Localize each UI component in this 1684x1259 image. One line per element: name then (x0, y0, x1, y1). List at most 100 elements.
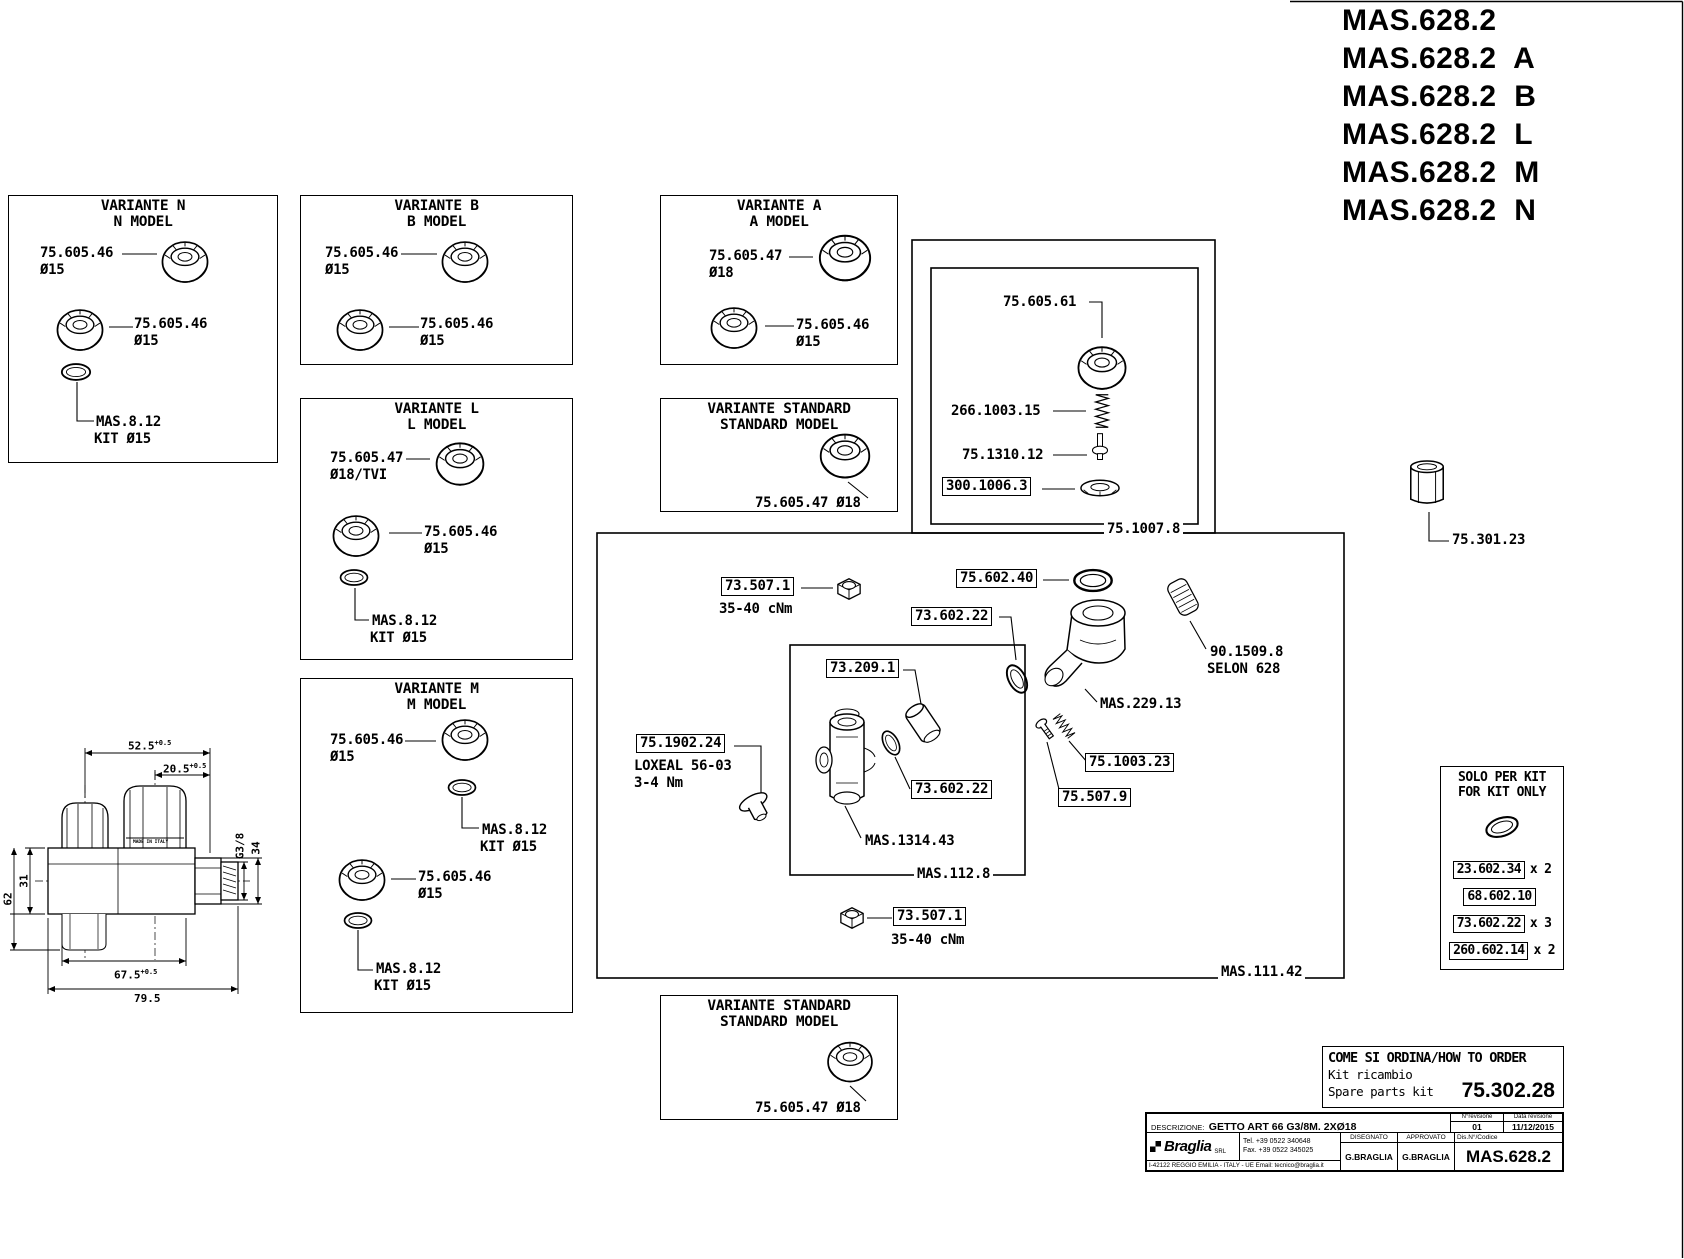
company-upper: Braglia SRL Tel. +39 0522 340648 Fax. +3… (1147, 1133, 1340, 1160)
parts (56, 234, 1522, 1083)
valve-body-icon (815, 708, 876, 805)
brand-suffix: SRL (1214, 1149, 1227, 1155)
part-code-label: 75.605.46 (424, 524, 498, 540)
revision-date-cell: Data revisione 11/12/2015 (1504, 1114, 1562, 1132)
title-block-row2: Braglia SRL Tel. +39 0522 340648 Fax. +3… (1147, 1133, 1562, 1170)
torque-note-label: 35-40 cNm (719, 601, 793, 617)
nozzle-holder-icon (1044, 599, 1126, 687)
revision-label: N°revisione (1451, 1114, 1503, 1122)
group-code-label: MAS.111.42 (1218, 964, 1306, 981)
braglia-logo-icon (1150, 1141, 1161, 1152)
part-code-label: 300.1006.3 (942, 477, 1032, 496)
dim-height-body: 31 (17, 874, 31, 888)
brand-name: Braglia (1164, 1138, 1212, 1155)
drawing-code-cell: Dis.N°/Codice MAS.628.2 (1455, 1133, 1562, 1170)
part-code-label: 75.605.46 (418, 869, 492, 885)
dim-value: 52.5 (128, 739, 155, 753)
part-dia-label: Ø15 (330, 749, 355, 765)
kit-size-label: KIT Ø15 (374, 978, 431, 994)
model-list: MAS.628.2 MAS.628.2 A MAS.628.2 B MAS.62… (1342, 2, 1540, 230)
kit-qty-label: x 2 (1533, 943, 1555, 958)
main-group-box (596, 532, 1345, 979)
contact-cell: Tel. +39 0522 340648 Fax. +39 0522 34502… (1240, 1133, 1340, 1160)
variant-title-en: N MODEL (113, 214, 173, 230)
dimensioned-view (10, 748, 262, 994)
model-item: MAS.628.2 A (1342, 42, 1536, 75)
variant-title-it: VARIANTE N (100, 198, 186, 214)
part-code-label: MAS.229.13 (1100, 696, 1182, 712)
part-code-label: 90.1509.8 (1210, 644, 1284, 660)
variant-n-box: VARIANTE N N MODEL (8, 195, 278, 463)
torque-note-label: 35-40 cNm (891, 932, 965, 948)
kit-qty-label: x 3 (1529, 916, 1552, 931)
part-code-label: 73.602.22 (911, 607, 993, 626)
title-block-row1: DESCRIZIONE: GETTO ART 66 G3/8M. 2XØ18 N… (1147, 1114, 1562, 1133)
part-code-label: 73.602.22 (911, 780, 993, 799)
part-code-label: 75.605.47 Ø18 (755, 495, 861, 511)
drawing-code-value: MAS.628.2 (1465, 1146, 1552, 1166)
model-item: MAS.628.2 M (1342, 156, 1540, 189)
part-code-label: 75.1310.12 (962, 447, 1044, 463)
washer-icon (1080, 479, 1120, 497)
how-to-order-box: COME SI ORDINA/HOW TO ORDER Kit ricambio… (1322, 1046, 1564, 1108)
dim-height-total: 62 (1, 892, 15, 906)
dim-tolerance: +0.5 (154, 739, 172, 747)
torque-nut-icon (840, 907, 864, 929)
part-code-label: 75.1902.24 (636, 734, 726, 753)
kit-title-en: FOR KIT ONLY (1458, 785, 1546, 800)
part-code-label: 75.602.40 (956, 569, 1038, 588)
variant-standard-bottom-box: VARIANTE STANDARD STANDARD MODEL (660, 995, 898, 1120)
drawing-code-label: Dis.N°/Codice (1455, 1133, 1562, 1143)
kit-oring-area (1441, 800, 1563, 852)
dim-width-offset: 20.5+0.5 (163, 760, 206, 776)
spare-parts-kit-code: 75.302.28 (1461, 1079, 1555, 1102)
part-code-label: 75.301.23 (1452, 532, 1526, 548)
dimension-lines (10, 748, 262, 994)
part-code-label: 75.605.61 (1003, 294, 1077, 310)
ring-nut-icon (1409, 460, 1445, 504)
variant-standard-top-box: VARIANTE STANDARD STANDARD MODEL (660, 398, 898, 512)
model-item: MAS.628.2 N (1342, 194, 1537, 227)
made-in-italy-marking: MADE IN ITALY (133, 840, 169, 845)
address-line: I-42122 REGGIO EMILIA - ITALY - UE Email… (1147, 1160, 1340, 1170)
dim-length-body: 67.5+0.5 (114, 966, 157, 982)
swivel-icon (905, 703, 941, 743)
kit-code-label: MAS.8.12 (372, 613, 438, 629)
part-dia-label: Ø15 (325, 262, 350, 278)
oring-icon (877, 727, 905, 759)
drawn-label: DISEGNATO (1341, 1133, 1397, 1143)
part-code-label: 75.605.46 (40, 245, 114, 261)
kit-title-it: SOLO PER KIT (1458, 770, 1546, 785)
part-dia-label: Ø15 (420, 333, 445, 349)
variant-title-it: VARIANTE M (394, 681, 479, 697)
spring-icon (1095, 394, 1109, 428)
part-code-label: 75.605.47 (330, 450, 404, 466)
kit-code-label: MAS.8.12 (482, 822, 548, 838)
part-code-label: 75.1003.23 (1085, 753, 1175, 772)
body-group-box (789, 644, 1026, 876)
variant-title-en: M MODEL (406, 697, 466, 713)
company-cell: Braglia SRL Tel. +39 0522 340648 Fax. +3… (1147, 1133, 1341, 1170)
company-logo: Braglia SRL (1147, 1133, 1240, 1160)
part-code-label: 23.602.34 (1452, 861, 1525, 879)
part-dia-label: Ø15 (134, 333, 159, 349)
revision-date-value: 11/12/2015 (1511, 1122, 1555, 1132)
description-cell: DESCRIZIONE: GETTO ART 66 G3/8M. 2XØ18 (1147, 1114, 1451, 1132)
membrane-icon (1164, 575, 1202, 619)
part-note-label: SELON 628 (1207, 661, 1281, 677)
spring-icon (1052, 713, 1076, 739)
kit-size-label: KIT Ø15 (94, 431, 151, 447)
part-code-label: 266.1003.15 (951, 403, 1041, 419)
part-code-label: 260.602.14 (1449, 942, 1529, 960)
description-label: DESCRIZIONE: (1151, 1123, 1205, 1132)
kit-item: 260.602.14 x 2 (1441, 942, 1563, 960)
part-code-label: 75.605.47 (709, 248, 783, 264)
approved-value: G.BRAGLIA (1402, 1151, 1450, 1162)
drawn-cell: DISEGNATO G.BRAGLIA (1341, 1133, 1398, 1170)
variant-title-en: B MODEL (406, 214, 466, 230)
group-boxes (596, 239, 1345, 979)
dim-value: 67.5 (114, 968, 141, 982)
variant-title-it: VARIANTE A (736, 198, 822, 214)
revision-date-label: Data revisione (1504, 1114, 1562, 1122)
leader-lines (76, 253, 1449, 1102)
